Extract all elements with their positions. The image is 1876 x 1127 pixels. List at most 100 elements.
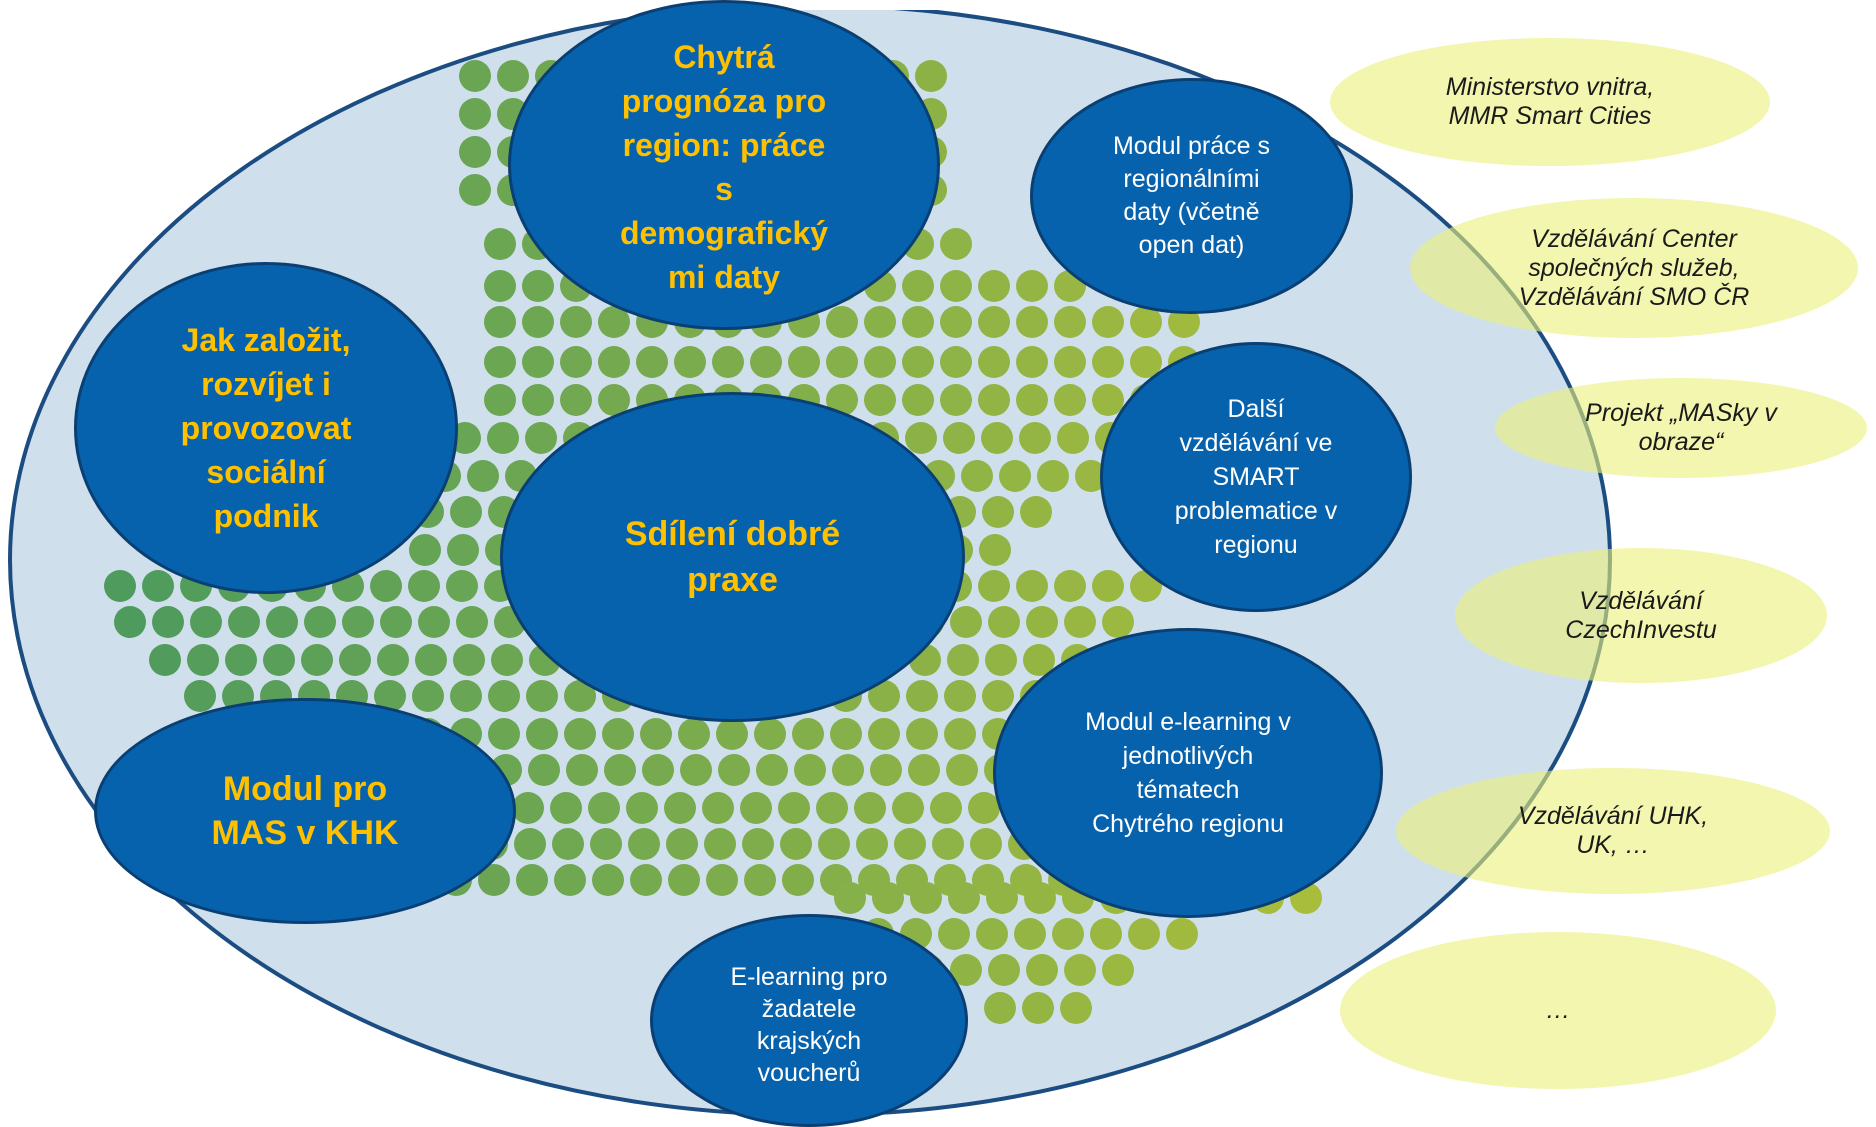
map-dot bbox=[940, 228, 972, 260]
map-dot bbox=[1037, 460, 1069, 492]
map-dot bbox=[999, 460, 1031, 492]
map-dot bbox=[754, 718, 786, 750]
map-dot bbox=[1014, 918, 1046, 950]
map-dot bbox=[950, 606, 982, 638]
map-dot bbox=[666, 828, 698, 860]
map-dot bbox=[780, 828, 812, 860]
map-dot bbox=[894, 828, 926, 860]
partner-czechinvest: Vzdělávání CzechInvestu bbox=[1455, 548, 1827, 683]
map-dot bbox=[702, 792, 734, 824]
map-dot bbox=[902, 346, 934, 378]
map-dot bbox=[1020, 496, 1052, 528]
map-dot bbox=[640, 718, 672, 750]
map-dot bbox=[459, 136, 491, 168]
map-dot bbox=[988, 606, 1020, 638]
map-dot bbox=[902, 270, 934, 302]
map-dot bbox=[1023, 644, 1055, 676]
partner-ostatni: … bbox=[1340, 932, 1776, 1089]
map-dot bbox=[944, 718, 976, 750]
map-dot bbox=[1016, 346, 1048, 378]
partner-uhk: Vzdělávání UHK, UK, … bbox=[1396, 768, 1830, 894]
map-dot bbox=[664, 792, 696, 824]
map-dot bbox=[1092, 306, 1124, 338]
map-dot bbox=[1128, 918, 1160, 950]
partner-masky-label: Projekt „MASky v obraze“ bbox=[1585, 399, 1777, 456]
node-sdileni-praxe-label: Sdílení dobré praxe bbox=[624, 515, 841, 599]
map-dot bbox=[592, 864, 624, 896]
map-dot bbox=[484, 228, 516, 260]
partner-ostatni-label: … bbox=[1545, 996, 1571, 1024]
map-dot bbox=[626, 792, 658, 824]
map-dot bbox=[854, 792, 886, 824]
map-dot bbox=[968, 792, 1000, 824]
map-dot bbox=[742, 828, 774, 860]
map-dot bbox=[678, 718, 710, 750]
map-dot bbox=[459, 60, 491, 92]
map-dot bbox=[864, 306, 896, 338]
map-dot bbox=[740, 792, 772, 824]
map-dot bbox=[550, 792, 582, 824]
map-dot bbox=[1130, 346, 1162, 378]
map-dot bbox=[905, 422, 937, 454]
map-dot bbox=[915, 60, 947, 92]
map-dot bbox=[301, 644, 333, 676]
map-dot bbox=[832, 754, 864, 786]
map-dot bbox=[706, 864, 738, 896]
map-dot bbox=[374, 680, 406, 712]
map-dot bbox=[816, 792, 848, 824]
map-dot bbox=[636, 346, 668, 378]
map-dot bbox=[1075, 460, 1107, 492]
map-dot bbox=[902, 306, 934, 338]
partner-ministerstvo: Ministerstvo vnitra, MMR Smart Cities bbox=[1330, 38, 1770, 166]
map-dot bbox=[940, 384, 972, 416]
map-dot bbox=[982, 496, 1014, 528]
map-dot bbox=[642, 754, 674, 786]
map-dot bbox=[184, 680, 216, 712]
map-dot bbox=[522, 306, 554, 338]
map-dot bbox=[415, 644, 447, 676]
node-elearning-vouchery: E-learning pro žadatele krajských vouche… bbox=[650, 914, 968, 1127]
map-dot bbox=[1054, 570, 1086, 602]
map-dot bbox=[1168, 306, 1200, 338]
map-dot bbox=[602, 718, 634, 750]
map-dot bbox=[1016, 570, 1048, 602]
map-dot bbox=[525, 422, 557, 454]
map-dot bbox=[978, 570, 1010, 602]
map-dot bbox=[978, 384, 1010, 416]
map-dot bbox=[512, 792, 544, 824]
map-dot bbox=[910, 882, 942, 914]
node-elearning-vouchery-label: E-learning pro žadatele krajských vouche… bbox=[730, 962, 888, 1087]
map-dot bbox=[961, 460, 993, 492]
map-dot bbox=[792, 718, 824, 750]
map-dot bbox=[484, 306, 516, 338]
map-dot bbox=[902, 384, 934, 416]
map-dot bbox=[718, 754, 750, 786]
map-dot bbox=[818, 828, 850, 860]
map-dot bbox=[497, 60, 529, 92]
partner-ministerstvo-label: Ministerstvo vnitra, MMR Smart Cities bbox=[1445, 73, 1655, 130]
map-dot bbox=[1064, 954, 1096, 986]
map-dot bbox=[868, 680, 900, 712]
map-dot bbox=[491, 644, 523, 676]
map-dot bbox=[868, 718, 900, 750]
node-modul-mas: Modul pro MAS v KHK bbox=[94, 698, 516, 924]
map-dot bbox=[982, 680, 1014, 712]
map-dot bbox=[970, 828, 1002, 860]
map-dot bbox=[716, 718, 748, 750]
partner-uhk-label: Vzdělávání UHK, UK, … bbox=[1517, 802, 1709, 859]
node-elearning-temata: Modul e-learning v jednotlivých tématech… bbox=[993, 628, 1383, 918]
map-dot bbox=[630, 864, 662, 896]
node-smart-vzdelavani: Další vzdělávání ve SMART problematice v… bbox=[1100, 342, 1412, 612]
map-dot bbox=[940, 346, 972, 378]
map-dot bbox=[950, 954, 982, 986]
map-dot bbox=[680, 754, 712, 786]
map-dot bbox=[190, 606, 222, 638]
map-dot bbox=[906, 718, 938, 750]
node-chytra-prognoza: Chytrá prognóza pro region: práce s demo… bbox=[508, 0, 940, 330]
map-dot bbox=[1019, 422, 1051, 454]
node-elearning-temata-label: Modul e-learning v jednotlivých tématech… bbox=[1085, 708, 1291, 838]
map-dot bbox=[834, 882, 866, 914]
map-dot bbox=[744, 864, 776, 896]
map-dot bbox=[560, 346, 592, 378]
node-socialni-podnik-label: Jak založit, rozvíjet i provozovat sociá… bbox=[180, 322, 352, 534]
